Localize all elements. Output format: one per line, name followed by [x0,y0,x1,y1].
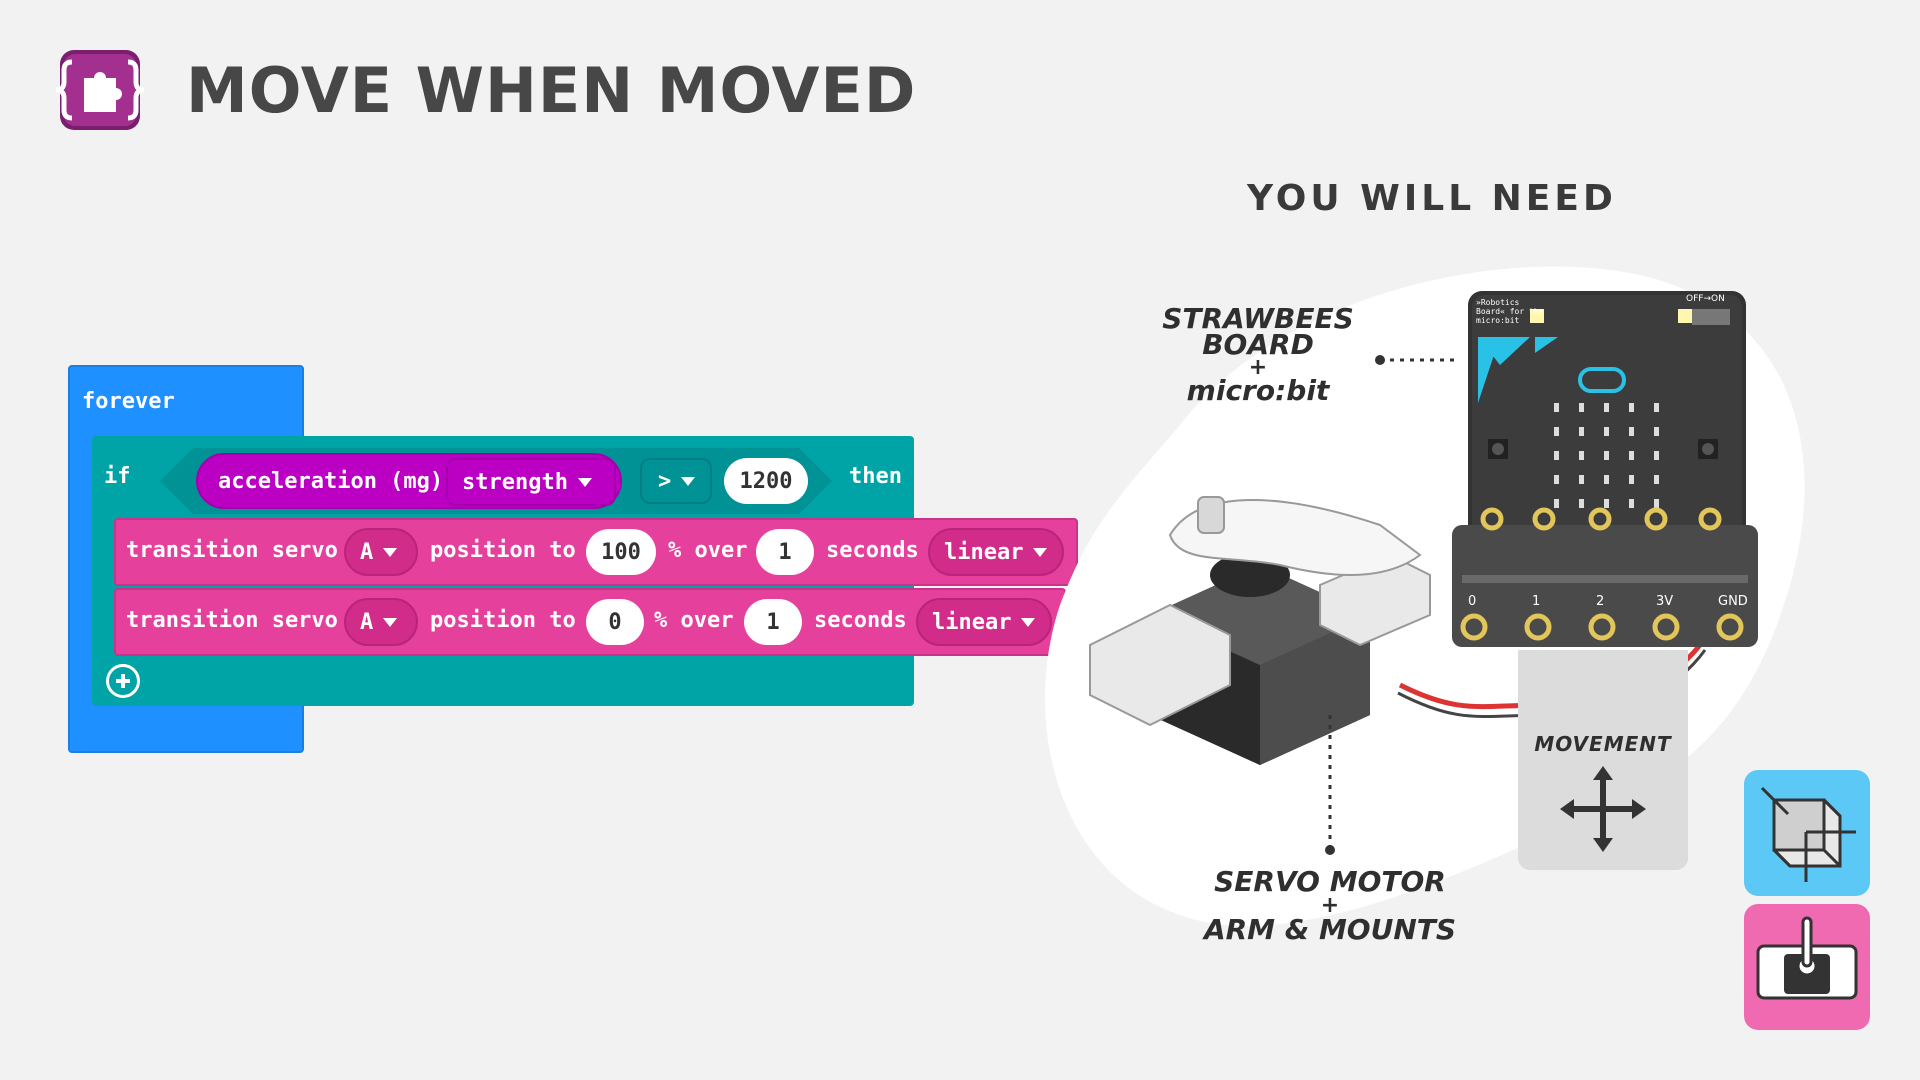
dimension-value: strength [462,469,568,495]
plus-circle-icon[interactable] [106,664,140,698]
movement-label: MOVEMENT [1534,732,1672,756]
if-label: if [104,464,131,489]
servo-caption: SERVO MOTOR + ARM & MOUNTS [1180,868,1480,944]
puzzle-braces-icon [55,50,145,130]
threshold-input[interactable]: 1200 [724,458,808,504]
easing-value: linear [944,539,1024,565]
position-input[interactable]: 0 [586,599,644,645]
then-label: then [849,464,902,489]
servo-mount-icon [1756,916,1858,1000]
duration-input[interactable]: 1 [756,529,814,575]
transition-servo-block-1[interactable]: transition servo A position to 100 % ove… [114,518,1078,586]
pct-over-label: % over [654,608,734,633]
board-caption-line2: micro:bit [1186,374,1330,407]
seconds-label: seconds [826,538,919,563]
section-title: YOU WILL NEED [1247,178,1617,219]
seconds-label: seconds [814,608,907,633]
microbit-board [1452,291,1758,647]
operator-value: > [658,468,672,494]
position-label: position to [430,538,576,563]
transition-servo-block-2[interactable]: transition servo A position to 0 % over … [114,588,1066,656]
chevron-down-icon [1033,547,1048,557]
easing-dropdown[interactable]: linear [916,598,1052,646]
forever-label: forever [82,389,175,414]
servo-caption-line1: SERVO MOTOR [1214,865,1446,898]
movement-card: MOVEMENT [1518,650,1688,870]
operator-dropdown[interactable]: > [640,458,712,504]
servo-dropdown[interactable]: A [344,598,418,646]
header: MOVE WHEN MOVED [50,48,916,132]
block-prefix: transition servo [126,538,338,563]
accelerometer-cube-icon [1760,786,1856,882]
hardware-illustration [1089,291,1758,855]
page-title: MOVE WHEN MOVED [186,53,917,127]
pin-label-1: 1 [1532,594,1541,609]
pin-label-3v: 3V [1656,594,1674,609]
board-brand-text: »Robotics Board« for the micro:bit [1476,298,1544,325]
chevron-down-icon [577,477,592,487]
duration-input[interactable]: 1 [744,599,802,645]
easing-value: linear [932,609,1012,635]
position-label: position to [430,608,576,633]
pct-over-label: % over [668,538,748,563]
pin-label-gnd: GND [1718,594,1748,609]
servo-value: A [360,539,374,565]
block-prefix: transition servo [126,608,338,633]
move-arrows-icon [1560,766,1646,852]
position-input[interactable]: 100 [586,529,656,575]
chevron-down-icon [383,547,398,557]
board-caption: STRAWBEES BOARD + micro:bit [1108,302,1408,407]
servo-card [1744,904,1870,1030]
servo-dropdown[interactable]: A [344,528,418,576]
servo-value: A [360,609,374,635]
board-pin-labels: 0 1 2 3V GND [1466,594,1766,610]
servo-caption-line2: ARM & MOUNTS [1203,913,1457,946]
chevron-down-icon [681,476,696,486]
acceleration-label: acceleration (mg) [218,468,444,494]
accelerometer-card [1744,770,1870,896]
chevron-down-icon [383,617,398,627]
pin-label-0: 0 [1468,594,1477,609]
board-caption-line1: STRAWBEES BOARD [1162,302,1354,361]
servo-caption-plus: + [1320,893,1340,918]
chevron-down-icon [1021,617,1036,627]
board-caption-plus: + [1248,355,1268,380]
easing-dropdown[interactable]: linear [928,528,1064,576]
servo-motor [1089,496,1431,765]
pin-label-2: 2 [1596,594,1605,609]
board-switch-text: OFF→ON [1686,294,1725,304]
acceleration-block[interactable]: acceleration (mg) strength [196,453,622,509]
dimension-dropdown[interactable]: strength [446,458,616,506]
